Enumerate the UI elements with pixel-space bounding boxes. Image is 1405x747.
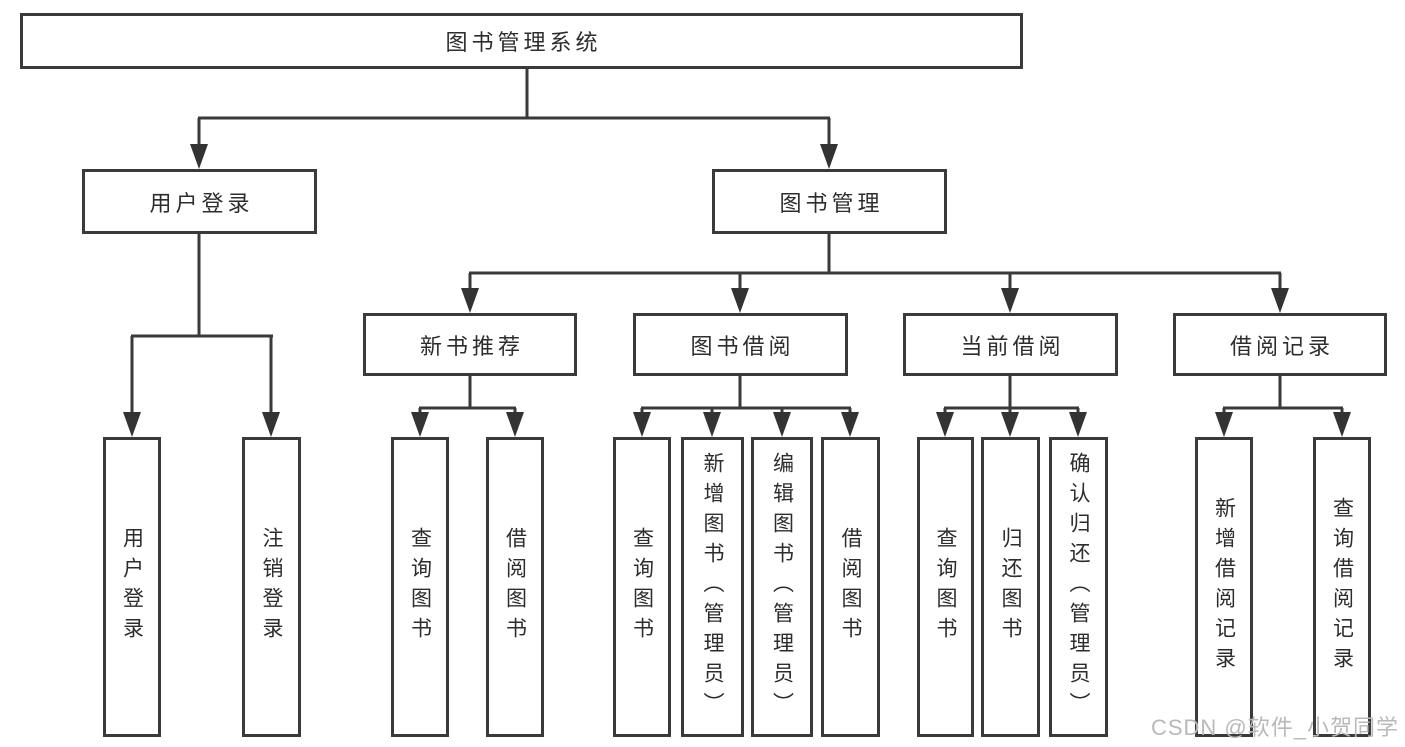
leaf-node: 新增借阅记录 [1195,437,1253,737]
leaf-node: 查询图书 [391,437,449,737]
leaf-node: 确认归还︵管理员︶ [1049,437,1108,737]
leaf-node: 编辑图书︵管理员︶ [751,437,813,737]
edges-user-login [123,234,280,437]
node-borrow-records: 借阅记录 [1173,313,1387,376]
node-root: 图书管理系统 [20,13,1023,69]
node-book-borrow: 图书借阅 [633,313,848,376]
leaf-node: 注销登录 [242,437,301,737]
leaf-node: 借阅图书 [486,437,544,737]
csdn-watermark: CSDN @软件_小贺同学 [1150,715,1399,740]
node-new-book-recommend-label: 新书推荐 [419,333,524,359]
node-root-label: 图书管理系统 [445,30,602,55]
node-book-borrow-label: 图书借阅 [690,333,795,359]
edges-root [190,69,838,169]
leaf-node: 查询借阅记录 [1313,437,1371,737]
leaf-node: 归还图书 [981,437,1040,737]
node-borrow-records-label: 借阅记录 [1229,333,1334,359]
node-new-book-recommend: 新书推荐 [363,313,577,376]
leaf-node: 查询图书 [917,437,974,737]
leaf-node: 新增图书︵管理员︶ [681,437,744,737]
node-user-login: 用户登录 [82,169,317,234]
node-current-borrow-label: 当前借阅 [960,333,1065,359]
leaf-node: 用户登录 [103,437,161,737]
leaf-node: 借阅图书 [821,437,880,737]
node-current-borrow: 当前借阅 [903,313,1118,376]
edges-book-management [461,234,1289,313]
leaf-node: 查询图书 [613,437,671,737]
edges-borrow-records [1215,376,1351,437]
edges-current-borrow [936,376,1087,437]
node-user-login-label: 用户登录 [149,190,254,216]
node-book-management: 图书管理 [712,169,947,234]
edges-new-book-recommend [411,376,524,437]
node-book-management-label: 图书管理 [779,190,884,216]
edges-book-borrow [633,376,859,437]
